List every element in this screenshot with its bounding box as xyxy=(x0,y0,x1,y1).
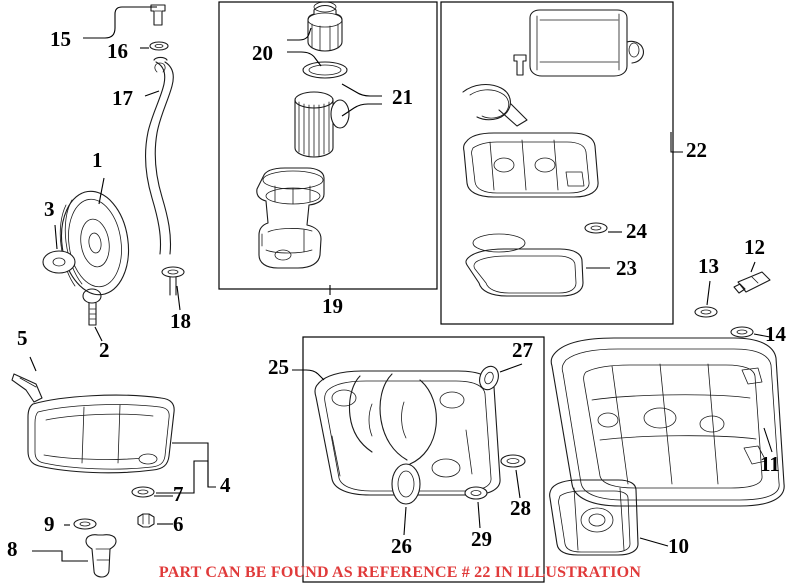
leader-2 xyxy=(94,326,103,342)
leader-1 xyxy=(98,177,105,205)
leader-4b xyxy=(156,460,209,494)
leader-12 xyxy=(750,261,756,273)
callout-13: 13 xyxy=(698,254,719,278)
callout-4: 4 xyxy=(220,473,231,497)
callout-6: 6 xyxy=(173,512,184,536)
callout-5: 5 xyxy=(17,326,28,350)
leader-20b xyxy=(287,51,322,67)
crank-pulley-group xyxy=(42,190,130,326)
callout-12: 12 xyxy=(744,235,765,259)
callout-2: 2 xyxy=(99,338,110,362)
callout-24: 24 xyxy=(626,219,647,243)
callout-22: 22 xyxy=(686,138,707,162)
callout-10: 10 xyxy=(668,534,689,558)
oil-separator-group xyxy=(462,9,644,297)
upper-oil-pan-group xyxy=(549,271,785,556)
leader-21b xyxy=(341,103,382,117)
callout-28: 28 xyxy=(510,496,531,520)
leader-29 xyxy=(477,501,481,529)
callout-23: 23 xyxy=(616,256,637,280)
watermark-text: PART CAN BE FOUND AS REFERENCE # 22 IN I… xyxy=(158,564,642,581)
callout-27: 27 xyxy=(512,338,533,362)
leader-25 xyxy=(292,369,325,381)
callout-14: 14 xyxy=(765,322,786,346)
callout-11: 11 xyxy=(760,452,780,476)
leader-10 xyxy=(639,537,669,547)
lower-oil-pan-group xyxy=(11,373,175,578)
leader-17 xyxy=(144,90,160,97)
callout-9: 9 xyxy=(44,512,55,536)
panel-oil-separator xyxy=(440,1,674,325)
leader-15 xyxy=(83,6,157,39)
leader-8 xyxy=(32,550,88,562)
leader-27 xyxy=(499,363,523,373)
leader-26 xyxy=(403,506,407,536)
oil-filter-housing-group xyxy=(256,1,350,269)
callout-21: 21 xyxy=(392,85,413,109)
leader-28 xyxy=(515,469,521,499)
callout-15: 15 xyxy=(50,27,71,51)
leader-20a xyxy=(287,27,312,41)
leader-14 xyxy=(753,333,771,338)
callout-26: 26 xyxy=(391,534,412,558)
callout-17: 17 xyxy=(112,86,133,110)
leader-22 xyxy=(670,132,683,153)
panel-oil-pump xyxy=(302,336,545,583)
oil-pump-module-group xyxy=(314,365,526,505)
callout-1: 1 xyxy=(92,148,103,172)
callout-16: 16 xyxy=(107,39,128,63)
leader-18 xyxy=(176,285,181,311)
callout-25: 25 xyxy=(268,355,289,379)
dipstick-tube-group xyxy=(144,4,185,296)
leader-13 xyxy=(706,280,711,306)
callout-19: 19 xyxy=(322,294,343,318)
callout-29: 29 xyxy=(471,527,492,551)
leader-5 xyxy=(29,356,37,372)
callout-7: 7 xyxy=(173,482,184,506)
callout-3: 3 xyxy=(44,197,55,221)
callout-8: 8 xyxy=(7,537,18,561)
leader-3 xyxy=(54,224,58,250)
callout-18: 18 xyxy=(170,309,191,333)
callout-20: 20 xyxy=(252,41,273,65)
leader-21a xyxy=(341,83,382,97)
leader-11 xyxy=(763,427,773,453)
